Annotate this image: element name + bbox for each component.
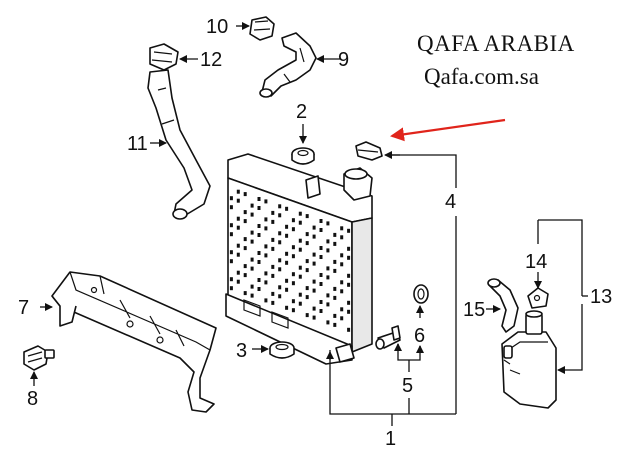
callout-4: 4 — [445, 191, 456, 213]
callout-3: 3 — [236, 340, 247, 362]
callout-5: 5 — [402, 375, 413, 397]
callout-9: 9 — [338, 49, 349, 71]
leader-4-top — [392, 154, 457, 188]
radiator-cap-4 — [355, 141, 383, 161]
hose-clamp-12 — [149, 43, 179, 71]
callout-10: 10 — [206, 16, 228, 38]
radiator-core-fins — [229, 189, 351, 332]
callout-11: 11 — [127, 133, 148, 155]
upper-cushion-2 — [291, 147, 315, 165]
red-arrow-icon — [390, 118, 506, 142]
o-ring-6 — [413, 284, 429, 304]
bolt-8 — [23, 345, 55, 371]
callout-13: 13 — [590, 286, 612, 308]
callout-15: 15 — [463, 299, 485, 321]
brand-title: QAFA ARABIA — [417, 31, 575, 56]
brand-url: Qafa.com.sa — [424, 64, 539, 89]
callout-2: 2 — [296, 101, 307, 123]
reservoir-bracket-14 — [527, 287, 549, 309]
hose-clamp-10 — [249, 16, 275, 41]
reservoir-hose-15 — [487, 278, 519, 333]
callout-14: 14 — [525, 251, 547, 273]
callout-6: 6 — [414, 325, 425, 347]
callout-1: 1 — [385, 428, 396, 450]
radiator-assembly-1 — [225, 153, 373, 365]
inlet-hose-9 — [259, 32, 317, 98]
callout-12: 12 — [200, 49, 222, 71]
leader-1-bracket — [329, 350, 456, 415]
callout-7: 7 — [18, 297, 29, 319]
callout-8: 8 — [27, 388, 38, 410]
leader-13-top — [538, 219, 583, 296]
outlet-hose-11 — [147, 69, 211, 220]
lower-cushion-3 — [269, 341, 295, 359]
lower-bracket-7 — [51, 271, 217, 413]
drain-cock — [375, 325, 401, 350]
reservoir-tank-13 — [501, 310, 557, 409]
leader-13-bottom — [566, 304, 583, 371]
